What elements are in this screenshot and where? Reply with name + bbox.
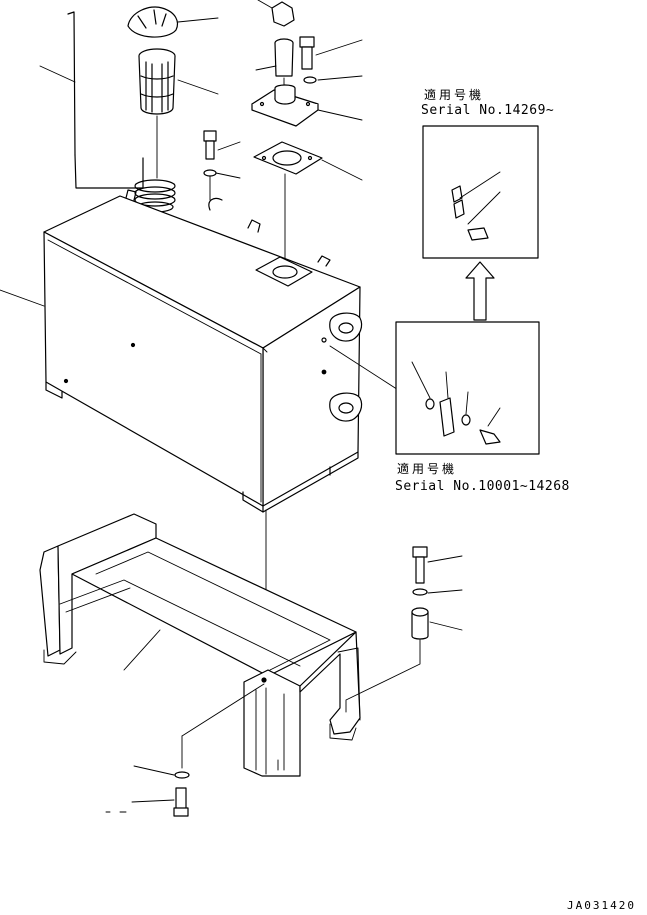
strainer xyxy=(138,48,219,179)
bolt-top xyxy=(299,36,363,84)
upper-serial-label: Serial No.14269~ xyxy=(421,103,555,118)
lower-inset xyxy=(395,321,540,455)
breather xyxy=(255,0,295,93)
tank-stand xyxy=(39,513,361,777)
flange-top xyxy=(251,84,363,127)
stand-bolt-lower xyxy=(105,683,265,817)
lower-serial-label: Serial No.10001~14268 xyxy=(395,479,570,494)
gasket xyxy=(253,141,363,269)
upper-applicable-label: 適用号機 xyxy=(424,88,485,102)
arrow-up xyxy=(465,261,495,321)
hydraulic-tank xyxy=(0,189,363,513)
drawing-code: JA031420 xyxy=(567,899,636,912)
upper-inset xyxy=(422,125,539,259)
stand-bolt xyxy=(345,546,463,713)
dipstick xyxy=(39,11,144,189)
lower-applicable-label: 適用号機 xyxy=(397,462,458,476)
filler-cap xyxy=(127,6,219,38)
